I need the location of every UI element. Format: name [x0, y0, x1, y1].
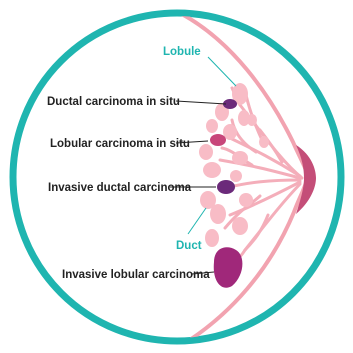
label-dcis: Ductal carcinoma in situ [47, 96, 180, 108]
label-ilc: Invasive lobular carcinoma [62, 269, 210, 281]
label-lobule: Lobule [163, 46, 201, 58]
invasive-ductal-carcinoma-marker [217, 180, 235, 194]
lobular-carcinoma-in-situ-marker [210, 134, 226, 146]
label-lcis: Lobular carcinoma in situ [50, 138, 190, 150]
label-duct: Duct [176, 240, 202, 252]
label-idc: Invasive ductal carcinoma [48, 182, 192, 194]
